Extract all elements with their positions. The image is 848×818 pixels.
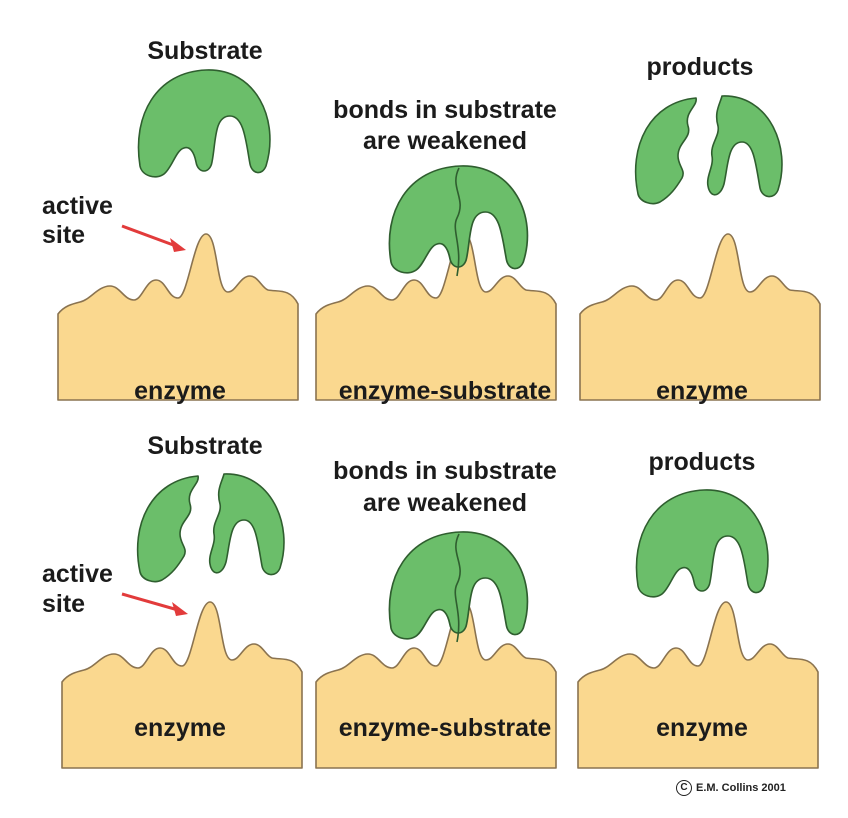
bonds-label-row1-line2: are weakened	[363, 127, 527, 155]
copyright-notice: C E.M. Collins 2001	[676, 780, 786, 796]
bonds-label-row2-line2: are weakened	[363, 489, 527, 517]
active-site-arrow-row2	[121, 592, 179, 612]
enzyme-label-row1-left: enzyme	[134, 377, 226, 405]
substrate-piece-left-row2	[136, 475, 199, 583]
substrate-label-row2: Substrate	[147, 432, 263, 460]
enzyme-shape-row2-right	[577, 601, 819, 769]
enzyme-label-row2-left: enzyme	[134, 714, 226, 742]
copyright-icon: C	[676, 780, 692, 796]
products-label-row2: products	[648, 448, 756, 476]
substrate-piece-right-row2	[208, 473, 285, 576]
enzyme-substrate-label-row1: enzyme-substrate	[338, 377, 552, 405]
product-left-row1	[634, 97, 697, 205]
active-site-label-row1-line1: active	[42, 192, 113, 220]
bonds-label-row2-line1: bonds in substrate	[333, 457, 557, 485]
active-site-arrow-row1-head	[170, 238, 186, 252]
product-whole-row2	[635, 489, 769, 598]
enzyme-label-row1-right: enzyme	[656, 377, 748, 405]
active-site-label-row1-line2: site	[42, 221, 86, 249]
products-label-row1: products	[646, 53, 754, 81]
enzyme-shape-row2-left	[61, 601, 303, 769]
enzyme-substrate-label-row2: enzyme-substrate	[338, 714, 552, 742]
substrate-label-row1: Substrate	[147, 37, 263, 65]
active-site-arrow-row1	[121, 224, 177, 248]
weakened-bond-line-row1	[454, 167, 461, 277]
bonds-label-row1-line1: bonds in substrate	[333, 96, 557, 124]
active-site-label-row2-line2: site	[42, 590, 86, 618]
copyright-text: E.M. Collins 2001	[696, 782, 786, 794]
substrate-shape-row1	[137, 69, 271, 178]
product-right-row1	[706, 95, 783, 198]
active-site-arrow-row2-head	[172, 602, 188, 616]
enzyme-label-row2-right: enzyme	[656, 714, 748, 742]
weakened-bond-line-row2	[454, 533, 461, 643]
active-site-label-row2-line1: active	[42, 560, 113, 588]
